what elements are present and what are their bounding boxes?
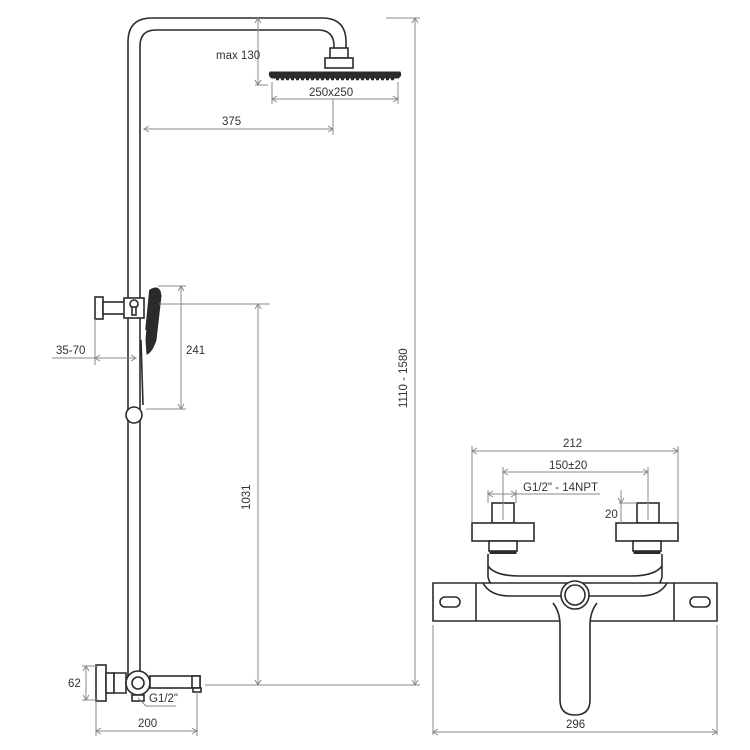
label-connector-thread: G1/2" - 14NPT [523, 482, 598, 494]
side-view: max 130 250x250 375 1110 - 1580 241 35-7… [52, 17, 420, 736]
rain-shower-head [268, 71, 402, 79]
right-nut [632, 540, 662, 552]
mixer-handle [552, 602, 598, 716]
left-nut [488, 540, 518, 552]
head-mount [324, 57, 354, 69]
label-head-size: 250x250 [309, 87, 353, 99]
slider-ring [125, 406, 143, 424]
label-inlet-spacing: 150±20 [549, 460, 587, 472]
front-view: 212 150±20 G1/2" - 14NPT 20 296 [432, 438, 718, 736]
left-mounting-slot [439, 596, 461, 608]
right-mounting-slot [689, 596, 711, 608]
label-holder-height: 1031 [241, 484, 253, 510]
label-mixer-height: 62 [68, 678, 81, 690]
label-total-height: 1110 - 1580 [398, 348, 410, 408]
label-overall-width: 212 [563, 438, 582, 450]
handle-cap-inner [564, 584, 586, 606]
hand-shower [125, 287, 162, 424]
label-body-width: 296 [566, 719, 585, 731]
handshower-holder [94, 296, 145, 320]
label-mixer-depth: 200 [138, 718, 157, 730]
label-holder-offset: 35-70 [56, 345, 85, 357]
head-connector [329, 47, 349, 59]
label-handshower-length: 241 [186, 345, 205, 357]
label-inlet-thread: G1/2" [149, 693, 178, 705]
left-flange [471, 522, 535, 542]
right-flange [615, 522, 679, 542]
shower-column-inner [139, 29, 335, 685]
label-connector-depth: 20 [605, 509, 618, 521]
bath-mixer-side [95, 664, 202, 702]
label-arm-reach: 375 [222, 116, 241, 128]
shower-column-outer [127, 17, 347, 685]
label-max-head-drop: max 130 [216, 50, 260, 62]
